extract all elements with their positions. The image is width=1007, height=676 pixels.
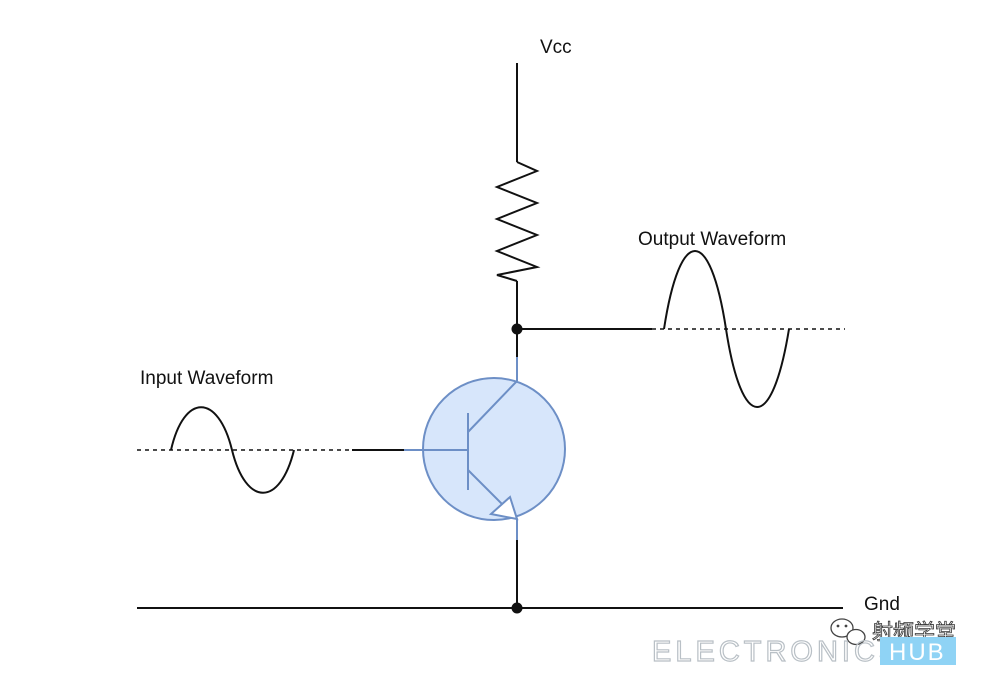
wechat-icon — [830, 618, 866, 646]
vcc-rail — [494, 63, 541, 357]
collector-resistor — [494, 161, 541, 282]
output-waveform-label: Output Waveform — [638, 229, 786, 250]
ground-rail — [137, 540, 843, 614]
output-node — [511, 250, 845, 408]
vcc-label: Vcc — [540, 37, 572, 58]
hub-text: HUB — [889, 639, 946, 666]
output-waveform — [663, 250, 790, 408]
brand-name: ELECTRONICS — [652, 636, 902, 668]
emitter-arrow-icon — [488, 495, 519, 521]
hub-badge — [880, 637, 956, 665]
input-waveform-label: Input Waveform — [140, 368, 273, 389]
input-node — [137, 406, 404, 494]
input-waveform — [170, 406, 295, 494]
gnd-label: Gnd — [864, 594, 900, 615]
watermark: 射频学堂 ELECTRONICS HUB — [651, 618, 956, 669]
npn-transistor — [404, 357, 566, 540]
